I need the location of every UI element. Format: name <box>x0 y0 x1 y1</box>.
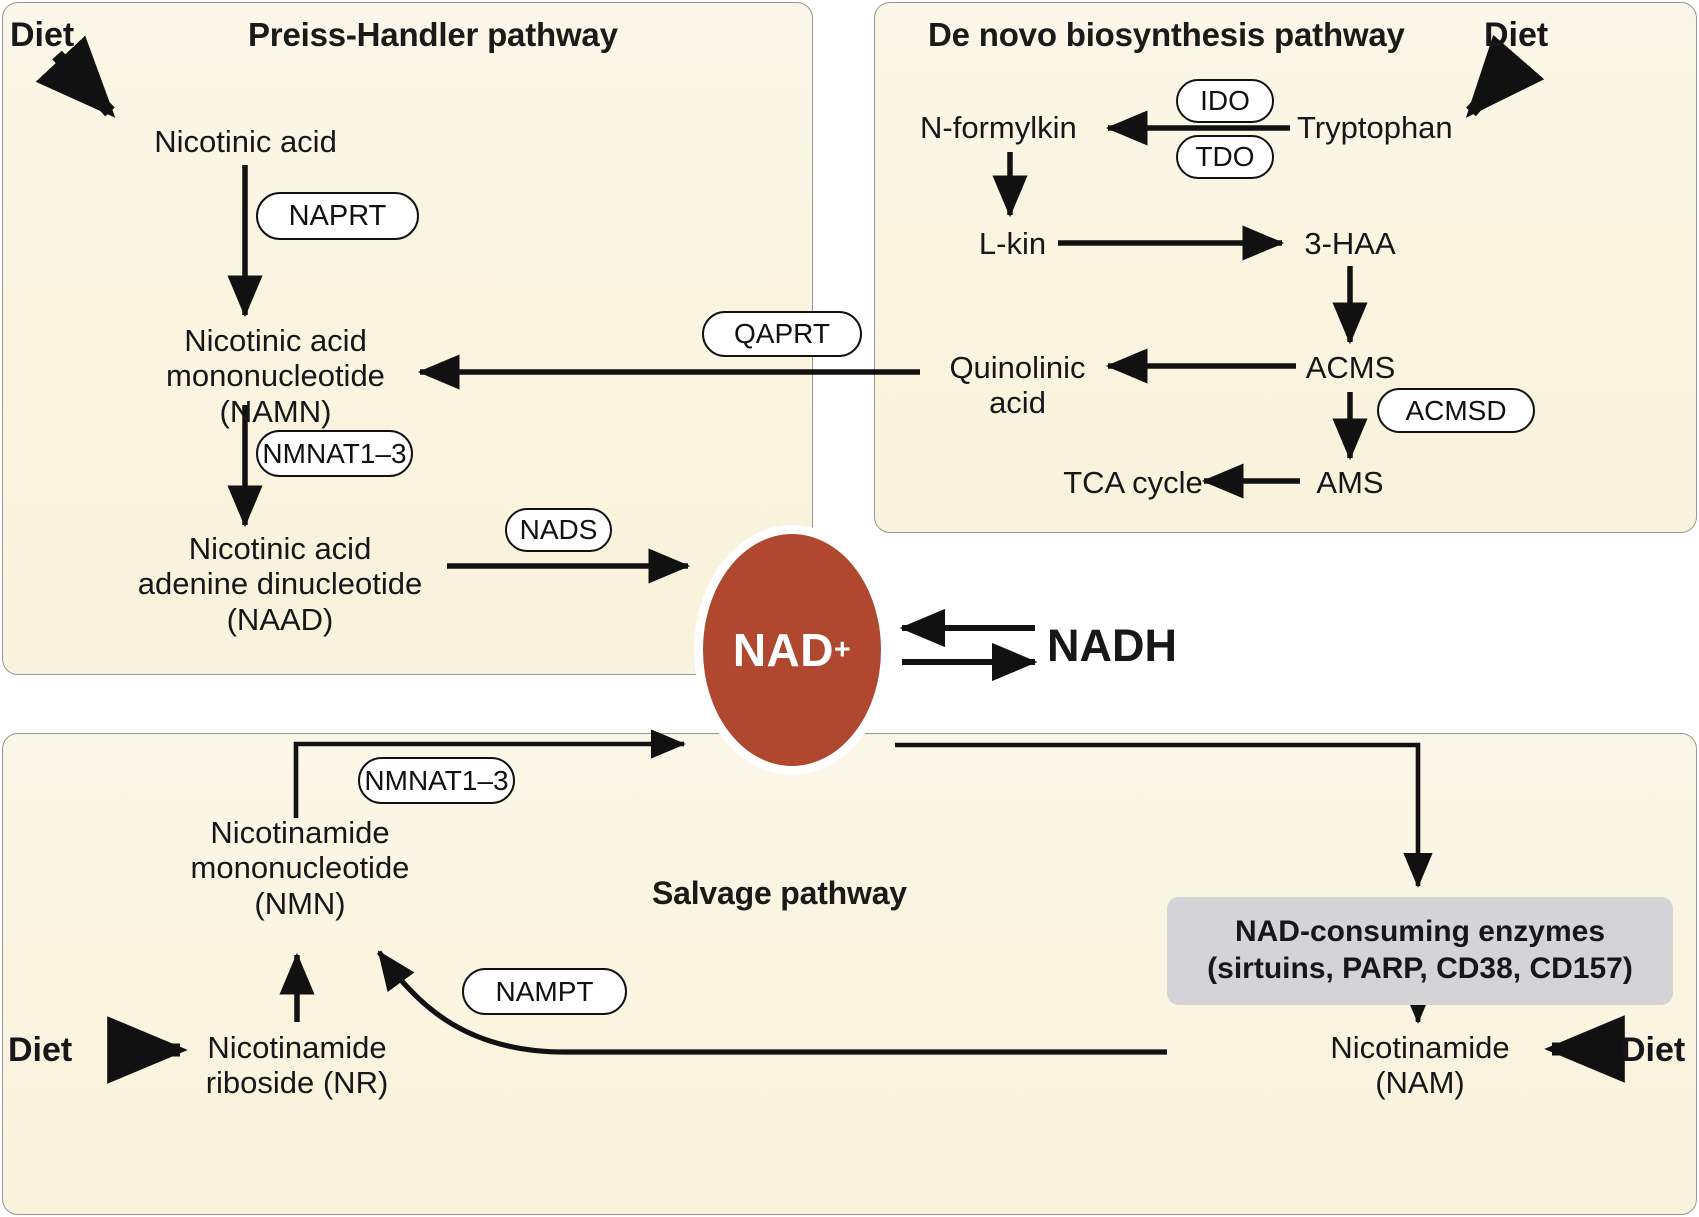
node-tryptophan: Tryptophan <box>1297 110 1453 145</box>
node-nicotinic-acid: Nicotinic acid <box>154 124 337 159</box>
enzyme-nmnat1-3-preiss: NMNAT1–3 <box>256 430 413 477</box>
node-nad-plus: NAD+ <box>694 525 890 775</box>
panel-title-preiss-handler: Preiss-Handler pathway <box>248 16 618 53</box>
node-naad: Nicotinic acid adenine dinucleotide (NAA… <box>137 531 423 637</box>
label-diet-salvage-left: Diet <box>8 1031 73 1069</box>
nad-consuming-enzymes-box: NAD-consuming enzymes (sirtuins, PARP, C… <box>1167 897 1673 1005</box>
node-acms: ACMS <box>1305 350 1396 385</box>
node-nadh: NADH <box>1047 620 1177 671</box>
label-diet-salvage-right: Diet <box>1621 1031 1686 1069</box>
node-nr: Nicotinamide riboside (NR) <box>205 1030 389 1101</box>
node-ams: AMS <box>1316 465 1384 500</box>
label-diet-preiss-handler: Diet <box>10 16 75 54</box>
enzyme-nampt: NAMPT <box>462 968 627 1015</box>
enzyme-nmnat1-3-salvage: NMNAT1–3 <box>358 757 515 804</box>
panel-title-de-novo: De novo biosynthesis pathway <box>928 16 1405 53</box>
node-l-kin: L-kin <box>978 226 1047 261</box>
node-namn: Nicotinic acid mononucleotide (NAMN) <box>166 323 385 429</box>
panel-de-novo <box>874 2 1697 533</box>
consumers-line-2: (sirtuins, PARP, CD38, CD157) <box>1207 952 1633 985</box>
nad-plus-text: NAD <box>732 624 834 676</box>
enzyme-acmsd: ACMSD <box>1377 388 1535 433</box>
enzyme-ido: IDO <box>1176 79 1274 123</box>
node-tca-cycle: TCA cycle <box>1063 465 1203 500</box>
node-nam: Nicotinamide (NAM) <box>1330 1030 1510 1101</box>
enzyme-tdo: TDO <box>1176 135 1274 179</box>
node-n-formylkin: N-formylkin <box>920 110 1077 145</box>
node-3-haa: 3-HAA <box>1304 226 1396 261</box>
enzyme-qaprt: QAPRT <box>702 311 862 357</box>
consumers-line-1: NAD-consuming enzymes <box>1234 915 1606 949</box>
enzyme-nads: NADS <box>505 508 612 552</box>
nad-plus-superscript: + <box>834 633 852 666</box>
label-diet-de-novo: Diet <box>1484 16 1549 54</box>
node-nmn: Nicotinamide mononucleotide (NMN) <box>190 815 410 921</box>
enzyme-naprt: NAPRT <box>256 192 419 240</box>
panel-title-salvage: Salvage pathway <box>652 875 907 911</box>
node-quinolinic-acid: Quinolinic acid <box>949 350 1086 421</box>
